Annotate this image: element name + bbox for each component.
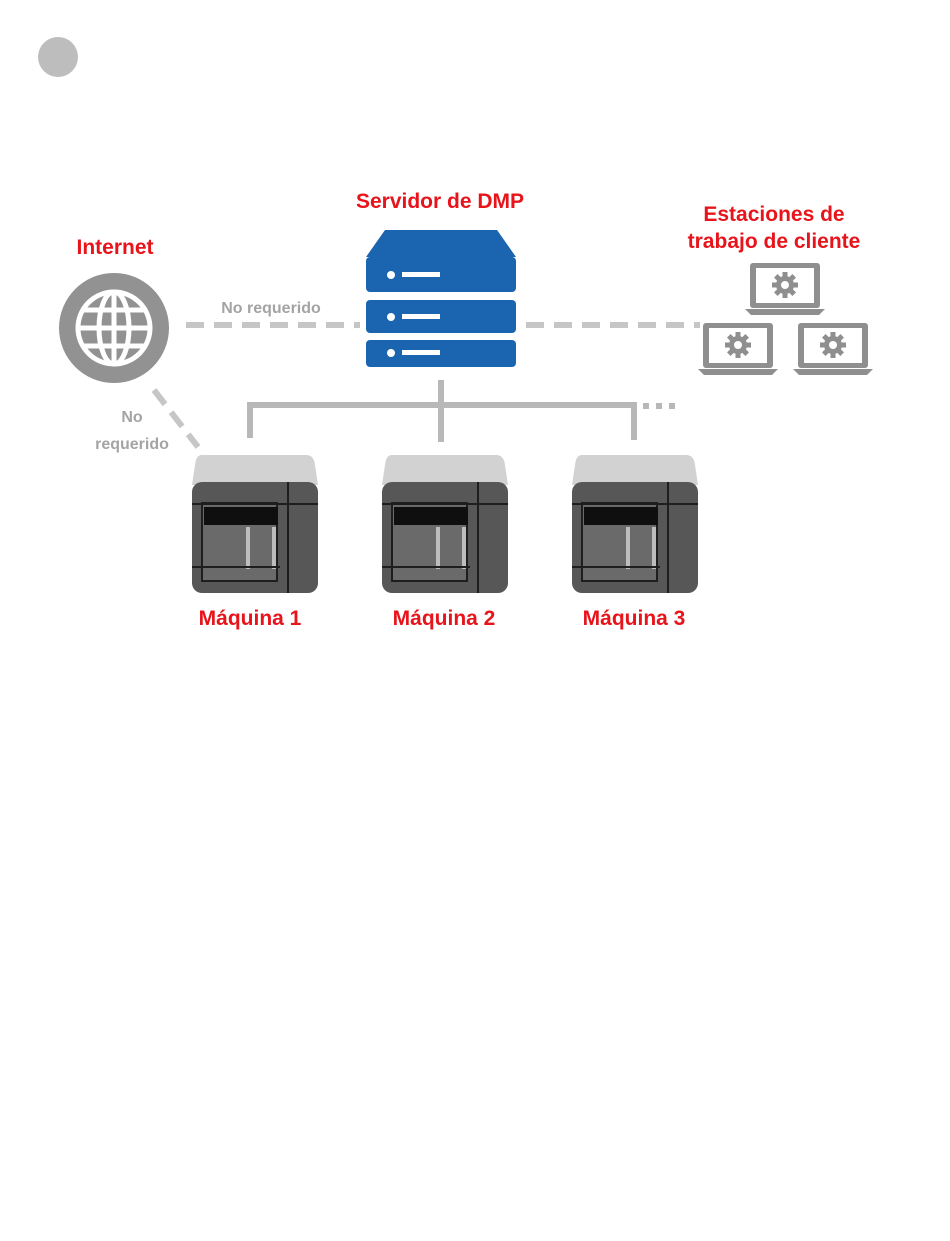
machine-icon [382, 455, 508, 593]
laptop-icon [745, 263, 825, 315]
server-label: Servidor de DMP [340, 190, 540, 214]
link-internet-machines-label: No requerido [82, 404, 182, 458]
workstations-label-line2: trabajo de cliente [664, 228, 884, 255]
link-internet-machines-label-line2: requerido [82, 431, 182, 458]
workstations-label-line1: Estaciones de [664, 201, 884, 228]
machine-label-3: Máquina 3 [559, 607, 709, 631]
laptop-icon [793, 323, 873, 375]
machine-icon [192, 455, 318, 593]
link-internet-machines-label-line1: No [82, 404, 182, 431]
globe-icon [59, 273, 169, 383]
machine-icon [572, 455, 698, 593]
link-internet-server-label: No requerido [206, 300, 336, 318]
workstations-label: Estaciones de trabajo de cliente [664, 201, 884, 255]
server-icon [366, 230, 516, 367]
solid-connectors [250, 380, 634, 442]
laptop-icon [698, 323, 778, 375]
internet-label: Internet [40, 236, 190, 260]
more-indicator-dots [643, 403, 675, 409]
machine-label-2: Máquina 2 [369, 607, 519, 631]
page-marker-circle [38, 37, 78, 77]
machine-label-1: Máquina 1 [175, 607, 325, 631]
